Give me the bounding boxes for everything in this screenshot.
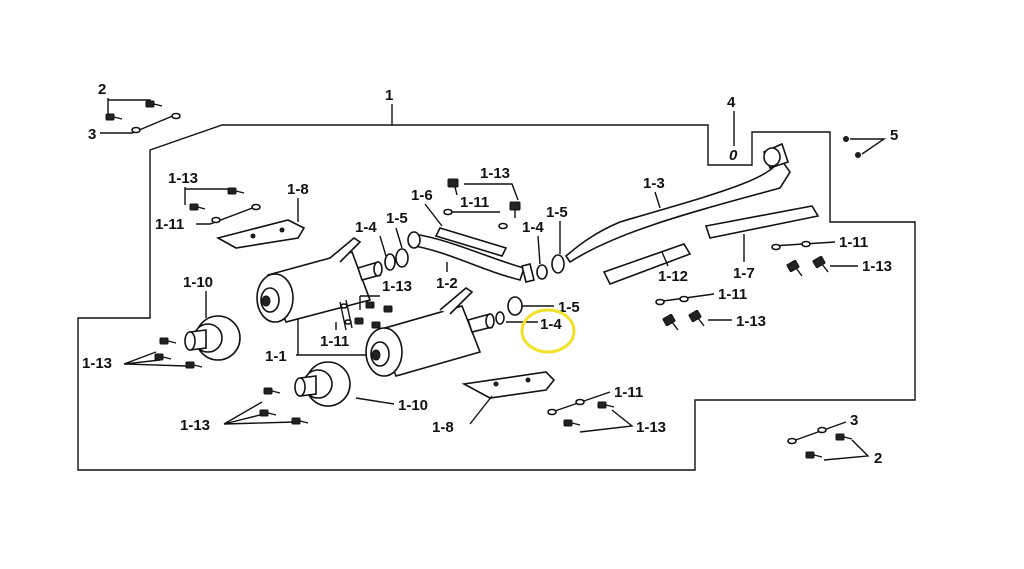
label-1-6: 1-6 (411, 187, 433, 204)
label-1-5-b: 1-5 (546, 204, 568, 221)
label-1-7: 1-7 (733, 265, 755, 282)
label-1-8-left: 1-8 (287, 181, 309, 198)
muffler-lower (365, 287, 495, 377)
label-1-4-a: 1-4 (355, 219, 377, 236)
label-3: 3 (88, 126, 96, 143)
label-1-11-right-mid: 1-11 (718, 286, 747, 303)
fastener-group-2-3-bottom-right: 3 2 (787, 412, 882, 467)
label-1-2: 1-2 (436, 275, 458, 292)
label-1-1: 1-1 (265, 348, 287, 365)
label-1-11-top-left: 1-11 (155, 216, 184, 233)
label-1-4-b: 1-4 (522, 219, 544, 236)
label-1-8-bottom: 1-8 (432, 419, 454, 436)
label-1-13-top-left: 1-13 (168, 170, 198, 187)
muffler-upper (256, 237, 383, 323)
label-1-11-right-top: 1-11 (839, 234, 868, 251)
label-1-12: 1-12 (658, 268, 688, 285)
end-cap-1-10-bottom (294, 361, 351, 407)
label-1-13-right-mid: 1-13 (736, 313, 766, 330)
label-1-13-right-top: 1-13 (862, 258, 892, 275)
label-1-11-center-top: 1-11 (460, 194, 489, 211)
label-2: 2 (98, 81, 106, 98)
label-1-13-left: 1-13 (82, 355, 112, 372)
heat-shield-1-12 (602, 243, 692, 286)
label-1-13-bottom: 1-13 (636, 419, 666, 436)
label-5: 5 (890, 127, 898, 144)
end-cap-1-10-top (184, 315, 241, 361)
label-1-13-center: 1-13 (480, 165, 510, 182)
label-1-13-bottom-left: 1-13 (180, 417, 210, 434)
label-1-11-bottom: 1-11 (614, 384, 643, 401)
label-1-4-highlight: 1-4 (540, 316, 562, 333)
label-1-11-mid: 1-11 (320, 333, 349, 350)
fastener-group-5: 5 (843, 127, 898, 158)
label-1-10-top: 1-10 (183, 274, 213, 291)
label-1: 1 (385, 87, 393, 104)
label-1-3: 1-3 (643, 175, 665, 192)
heat-shield-bracket-bottom (461, 371, 556, 399)
label-1-5-a: 1-5 (386, 210, 408, 227)
label-4: 4 (727, 94, 736, 111)
highlight-circle-1-4 (520, 308, 576, 354)
clamp-1-6 (434, 227, 508, 257)
label-1-5-c: 1-5 (558, 299, 580, 316)
assembly-boundary (77, 124, 916, 471)
label-1-10-bottom: 1-10 (398, 397, 428, 414)
exhaust-pipe-1-3 (564, 156, 791, 264)
heat-shield-bracket-left (215, 219, 306, 249)
fastener-group-2-3-top-left: 2 3 (88, 81, 181, 143)
heat-shield-1-7 (704, 205, 820, 239)
label-2-bottom: 2 (874, 450, 882, 467)
o-ring-symbol: 0 (729, 147, 738, 164)
label-3-bottom: 3 (850, 412, 858, 429)
label-1-13-mid: 1-13 (382, 278, 412, 295)
